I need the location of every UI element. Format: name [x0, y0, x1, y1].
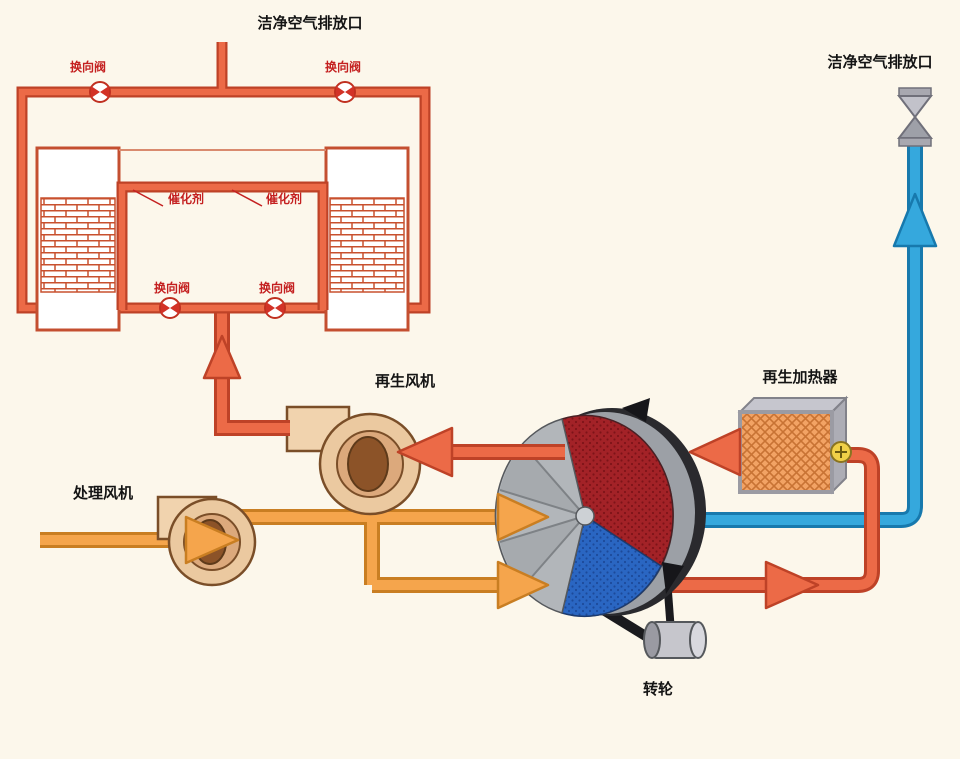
label-reversing-valve-3: 换向阀	[154, 280, 190, 295]
rotor-sector-gray	[500, 445, 585, 516]
rotor-wheel	[494, 398, 707, 659]
label-clean-air-outlet-top: 洁净空气排放口	[257, 14, 362, 32]
reversing-valve-icon	[264, 297, 286, 319]
label-reversing-valve-1: 换向阀	[70, 59, 106, 74]
rotor-sector-adsorption	[561, 514, 662, 618]
heater-top-face	[737, 397, 849, 413]
regen-fan-inlet	[347, 436, 389, 492]
heater-element-face	[738, 410, 834, 494]
process-air-pipe	[40, 509, 542, 593]
flow-arrow-up-icon	[892, 192, 938, 248]
catalyst-bed-right	[324, 146, 410, 332]
rotor-sector-gray	[500, 516, 585, 587]
rotor-hub	[575, 506, 595, 526]
regen-fan	[285, 405, 422, 516]
flow-arrow-right-icon	[496, 492, 550, 542]
reversing-valve-icon	[89, 81, 111, 103]
rotor-motor	[643, 621, 707, 659]
rotor-spokes	[499, 444, 586, 588]
label-regen-heater: 再生加热器	[762, 368, 838, 386]
label-reversing-valve-2: 换向阀	[325, 59, 361, 74]
desorption-outlet-pipe	[396, 426, 565, 478]
exhaust-valve-icon	[896, 87, 934, 147]
rotor-sector-desorption	[561, 414, 674, 568]
flow-arrow-right-icon	[764, 560, 820, 610]
flow-arrow-up-icon	[202, 334, 242, 380]
rto-unit	[16, 42, 431, 332]
catalyst-leader-line	[132, 189, 263, 207]
flow-arrow-right-icon	[184, 515, 240, 565]
label-catalyst-left: 催化剂	[168, 191, 204, 206]
brick-media	[40, 197, 116, 293]
plus-icon	[835, 446, 847, 458]
label-catalyst-right: 催化剂	[266, 191, 302, 206]
rotation-arrow-icon	[622, 398, 650, 422]
flow-arrow-right-icon	[496, 560, 550, 610]
rto-feed-pipe	[202, 306, 290, 436]
flow-arrow-left-icon	[688, 427, 742, 477]
reversing-valve-icon	[159, 297, 181, 319]
label-rotor: 转轮	[643, 680, 673, 698]
label-clean-air-outlet-right: 洁净空气排放口	[827, 53, 932, 71]
flow-arrow-left-icon	[396, 426, 454, 478]
rotation-arrow-icon	[662, 562, 684, 594]
regen-heater	[737, 395, 852, 495]
hot-air-return-pipe	[665, 447, 880, 610]
clean-air-pipe	[680, 140, 923, 528]
reversing-valve-icon	[334, 81, 356, 103]
label-regen-fan: 再生风机	[375, 372, 435, 390]
label-reversing-valve-4: 换向阀	[259, 280, 295, 295]
label-process-fan: 处理风机	[72, 484, 133, 502]
brick-media	[329, 197, 405, 293]
catalyst-bed-left	[35, 146, 121, 332]
